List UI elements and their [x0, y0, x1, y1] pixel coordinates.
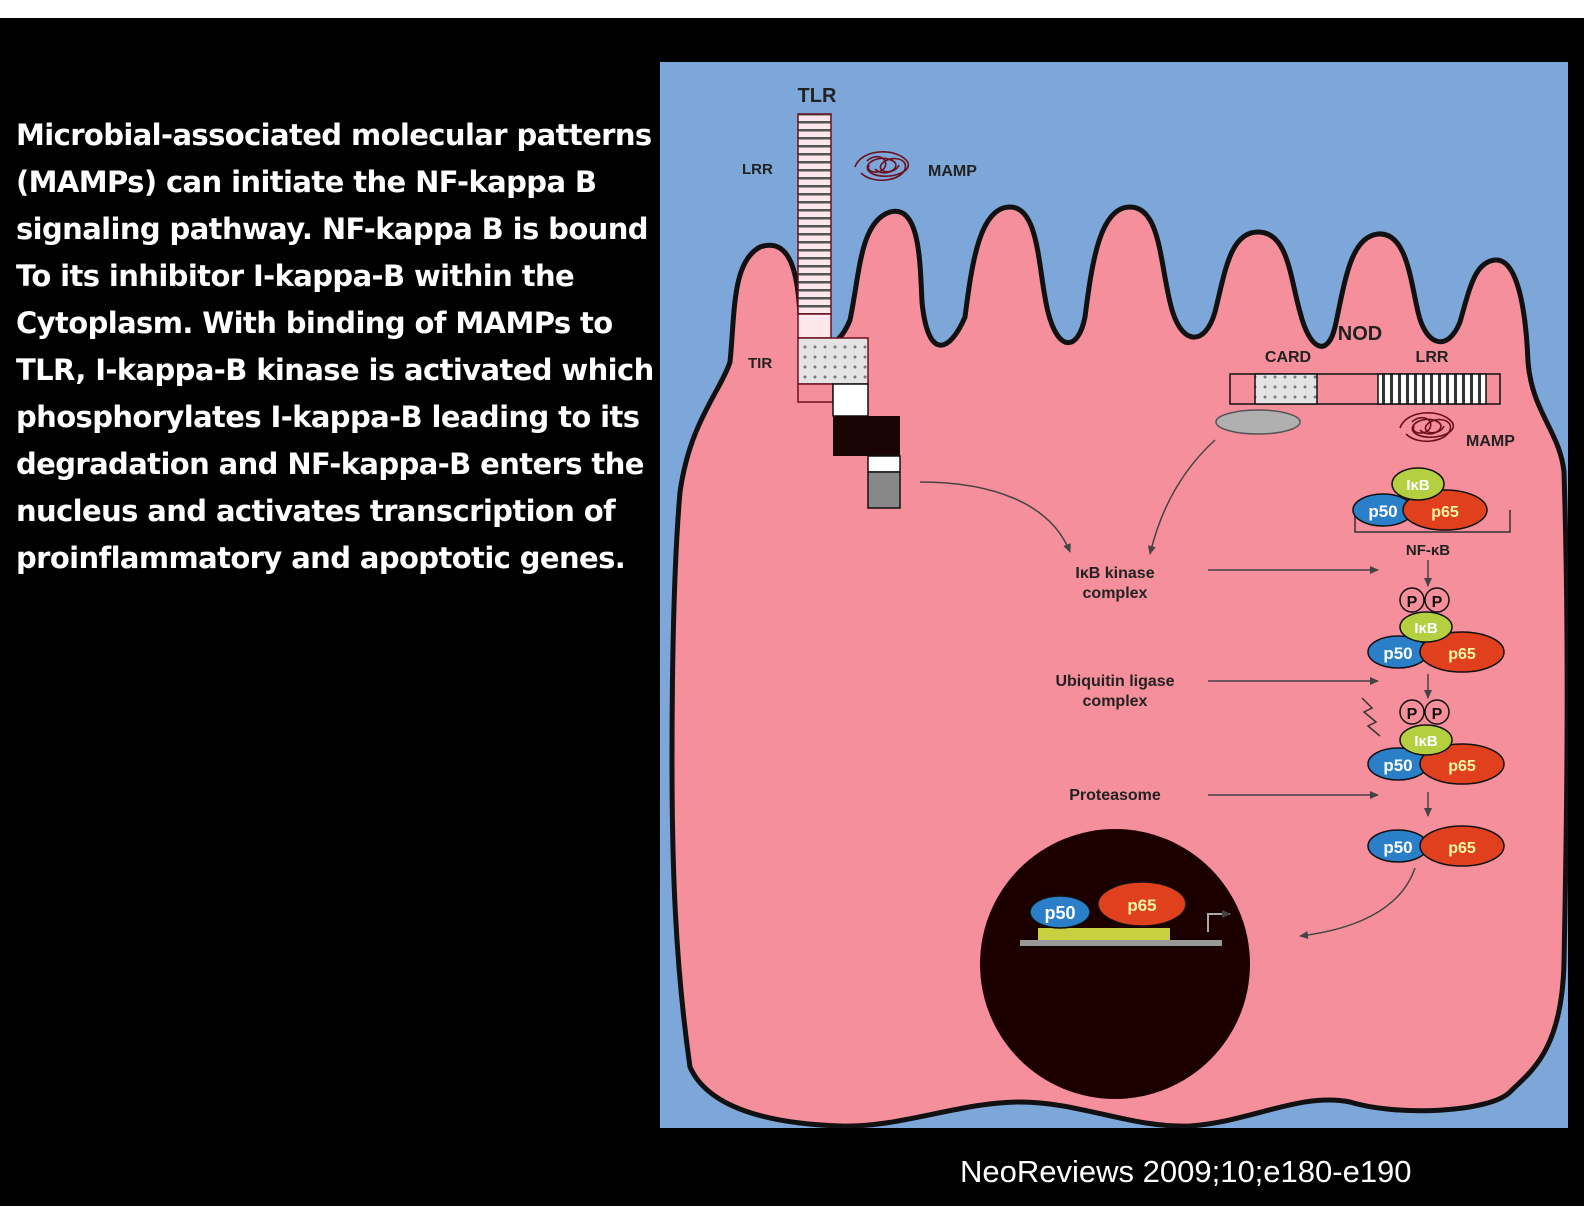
- phosphate-1a-label: P: [1407, 594, 1418, 611]
- transcription-arrow-icon: [1207, 910, 1231, 932]
- tlr-segment: [797, 383, 834, 403]
- description-line: Microbial-associated molecular patterns: [16, 118, 652, 152]
- nucleus-p65: [1097, 881, 1187, 927]
- nucleus-p50-label: p50: [1044, 903, 1075, 923]
- nfkb-pathway-diagram: p50 p65 TLR LRR TIR MAMP NOD CARD LRR MA…: [660, 62, 1568, 1128]
- tlr-transmembrane: [797, 313, 832, 339]
- citation: NeoReviews 2009;10;e180-e190: [960, 1154, 1412, 1189]
- card-label: CARD: [1265, 349, 1311, 366]
- adaptor-grey: [867, 471, 901, 509]
- pk-p50-label: p50: [1383, 644, 1412, 663]
- nfkb-label: NF-κB: [1406, 542, 1450, 559]
- nfkb-p65-label: p65: [1431, 504, 1459, 521]
- ub-ikb: [1399, 724, 1453, 756]
- nucleus-p50: [1029, 895, 1091, 929]
- dna-strand: [1020, 940, 1222, 946]
- nod-to-kinase-arrow: [1147, 439, 1216, 555]
- nfkb-p50-label: p50: [1368, 502, 1397, 521]
- nod-label: NOD: [1338, 323, 1382, 345]
- slide: Microbial-associated molecular patterns …: [0, 18, 1584, 1206]
- description-line: (MAMPs) can initiate the NF-kappa B: [16, 165, 597, 199]
- phosphate-1a: [1399, 587, 1425, 613]
- phosphate-2a: [1399, 699, 1425, 725]
- description-line: signaling pathway. NF-kappa B is bound: [16, 212, 649, 246]
- mamp-label: MAMP: [928, 163, 977, 180]
- nfkb-ikb: [1391, 467, 1445, 501]
- nfkb-ikb-label: IκB: [1406, 477, 1430, 494]
- nod-card-domain: [1254, 373, 1318, 405]
- description-line: phosphorylates I-kappa-B leading to its: [16, 400, 640, 434]
- tlr-tir-domain: [797, 337, 869, 385]
- proteasome-label: Proteasome: [1069, 787, 1161, 804]
- description-line: TLR, I-kappa-B kinase is activated which: [16, 353, 654, 387]
- free-p65: [1419, 825, 1505, 867]
- adaptor-black: [833, 416, 900, 456]
- phosphate-2b: [1424, 699, 1450, 725]
- tlr-label: TLR: [798, 85, 837, 107]
- nod-mamp-label: MAMP: [1466, 433, 1515, 450]
- nucleus-p65-label: p65: [1127, 896, 1156, 915]
- tlr-to-kinase-arrow: [919, 481, 1071, 553]
- nfkb-bracket: [1354, 510, 1511, 533]
- pk-ikb-label: IκB: [1414, 620, 1438, 637]
- ubiquitin-chain-icon: [1361, 697, 1381, 737]
- description-line: Cytoplasm. With binding of MAMPs to: [16, 306, 613, 340]
- phosphate-1b-label: P: [1432, 594, 1443, 611]
- description-text: Microbial-associated molecular patterns …: [16, 112, 676, 582]
- description-line: To its inhibitor I-kappa-B within the: [16, 259, 575, 293]
- nod-lrr-domain: [1377, 373, 1487, 405]
- adaptor-white: [832, 383, 869, 417]
- description-line: proinflammatory and apoptotic genes.: [16, 541, 626, 575]
- ubiquitin-label-1: Ubiquitin ligase: [1055, 673, 1174, 690]
- phosphate-1b: [1424, 587, 1450, 613]
- ikb-kinase-label-1: IκB kinase: [1075, 565, 1154, 582]
- ikb-kinase-label-2: complex: [1083, 585, 1148, 602]
- tlr-lrr-label: LRR: [742, 161, 773, 178]
- card-adaptor-oval: [1215, 409, 1301, 435]
- free-p65-label: p65: [1448, 840, 1476, 857]
- nucleus: [980, 829, 1250, 1099]
- pk-ikb: [1399, 611, 1453, 643]
- adaptor-white-2: [867, 455, 901, 473]
- ub-p65-label: p65: [1448, 758, 1476, 775]
- ub-ikb-label: IκB: [1414, 733, 1438, 750]
- tlr-lrr-domain: [797, 113, 832, 315]
- ub-p65: [1419, 743, 1505, 785]
- phosphate-2a-label: P: [1407, 706, 1418, 723]
- ub-p50-label: p50: [1383, 756, 1412, 775]
- tir-label: TIR: [748, 355, 772, 372]
- pk-p65-label: p65: [1448, 646, 1476, 663]
- description-line: nucleus and activates transcription of: [16, 494, 616, 528]
- nod-lrr-label: LRR: [1416, 349, 1449, 366]
- dna-binding-site: [1038, 928, 1170, 942]
- description-line: degradation and NF-kappa-B enters the: [16, 447, 644, 481]
- pk-p65: [1419, 631, 1505, 673]
- free-p50-label: p50: [1383, 838, 1412, 857]
- ubiquitin-label-2: complex: [1083, 693, 1148, 710]
- phosphate-2b-label: P: [1432, 706, 1443, 723]
- nfkb-to-nucleus-arrow: [1299, 867, 1416, 940]
